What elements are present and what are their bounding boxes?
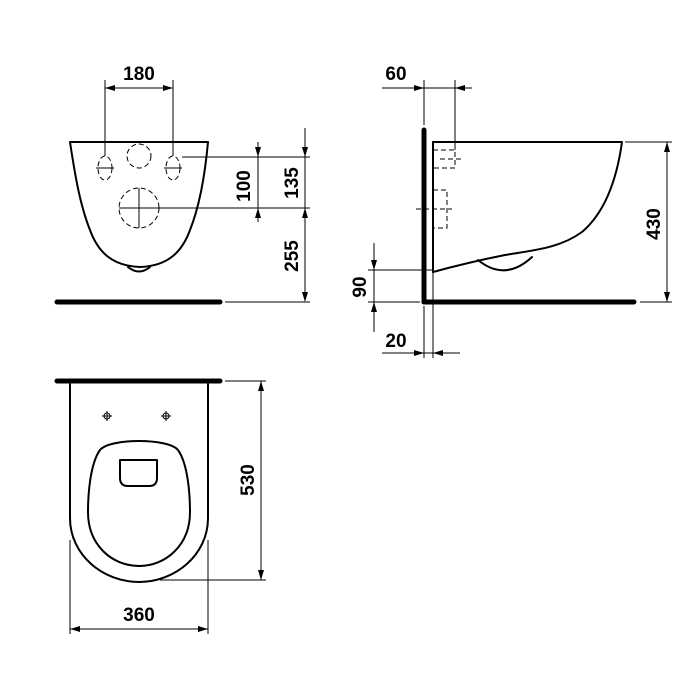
dimension-arrow — [163, 85, 173, 91]
dimension-label-20: 20 — [385, 331, 406, 352]
dimension-arrow — [302, 147, 308, 157]
dimension-arrow — [664, 292, 670, 302]
top-view-rear-cover — [119, 459, 158, 487]
dimension-arrow — [433, 350, 443, 356]
dimension-label-60: 60 — [385, 64, 406, 85]
dimension-arrow — [70, 626, 80, 632]
dimension-label-90: 90 — [350, 276, 371, 297]
dimension-label-255: 255 — [282, 240, 303, 272]
top-view-left-bolt-marker — [102, 411, 112, 421]
dimension-arrow — [255, 208, 261, 218]
dimension-label-530: 530 — [238, 464, 259, 496]
top-view-seat-opening — [87, 440, 191, 567]
side-view-trap-curve — [477, 256, 533, 272]
dimension-arrow — [302, 292, 308, 302]
dimension-arrow — [302, 208, 308, 218]
dimension-arrow — [414, 350, 424, 356]
front-view-outlet — [127, 266, 151, 273]
dimension-arrow — [198, 626, 208, 632]
front-view-bowl-outline — [69, 141, 209, 268]
dimension-arrow — [414, 85, 424, 91]
dimension-label-430: 430 — [644, 208, 665, 240]
dimension-arrow — [371, 260, 377, 270]
top-view-outer-outline — [69, 383, 209, 583]
side-view-bowl-outline — [432, 141, 623, 273]
dimension-arrow — [664, 142, 670, 152]
dimension-label-100: 100 — [234, 170, 255, 202]
top-view: 530 360 — [54, 378, 266, 634]
dimension-arrow — [258, 381, 264, 391]
dimension-label-360: 360 — [123, 605, 155, 626]
side-view-lower-bolt — [433, 189, 448, 229]
side-view: 60 430 90 20 — [350, 64, 672, 358]
dimension-arrow — [105, 85, 115, 91]
side-view-upper-bolt — [433, 149, 456, 169]
front-view-center-hole — [126, 143, 152, 169]
dimension-arrow — [255, 147, 261, 157]
dimension-label-135: 135 — [282, 167, 303, 199]
dimension-arrow — [455, 85, 465, 91]
top-view-right-bolt-marker — [161, 411, 171, 421]
front-view: 180 100 135 255 — [54, 64, 310, 305]
dimension-arrow — [258, 570, 264, 580]
dimension-label-180: 180 — [123, 64, 155, 85]
dimension-arrow — [371, 302, 377, 312]
